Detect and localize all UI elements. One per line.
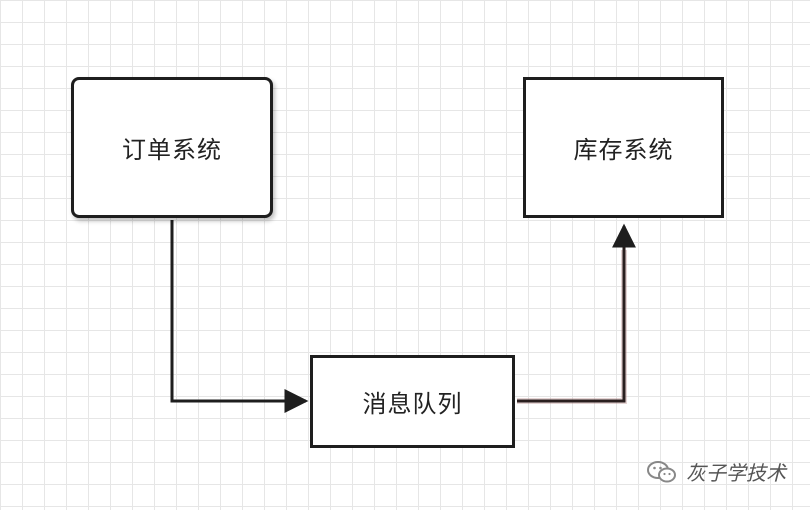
node-inventory-system: 库存系统	[523, 77, 724, 218]
node-order-system: 订单系统	[71, 77, 273, 218]
node-message-queue: 消息队列	[310, 355, 515, 448]
watermark-text: 灰子学技术	[686, 461, 786, 485]
node-message-queue-label: 消息队列	[362, 390, 463, 418]
edge-mq-to-inventory-glow	[517, 250, 627, 404]
node-inventory-system-label: 库存系统	[573, 136, 674, 164]
watermark: 灰子学技术	[646, 457, 786, 486]
edge-mq-to-inventory	[517, 223, 636, 403]
edge-order-to-mq	[170, 220, 309, 413]
node-order-system-label: 订单系统	[122, 136, 222, 164]
wechat-icon	[646, 460, 678, 484]
